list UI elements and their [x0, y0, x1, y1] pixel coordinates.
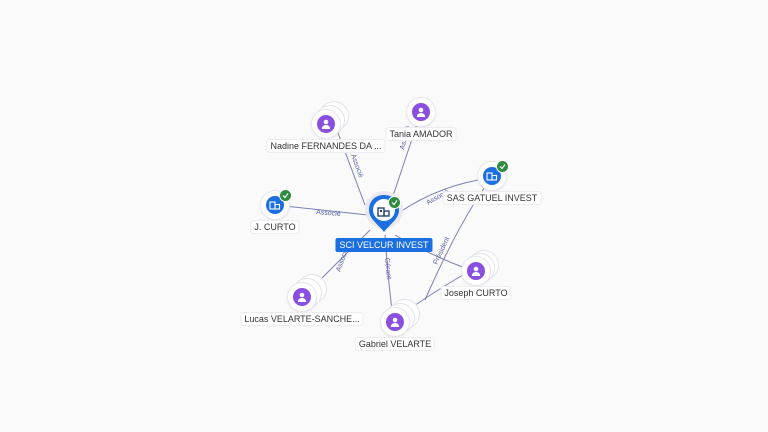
person-icon [390, 317, 400, 327]
node-label-joseph[interactable]: Joseph CURTO [441, 287, 511, 299]
verified-check-icon [388, 196, 401, 209]
node-label-lucas[interactable]: Lucas VELARTE-SANCHE... [241, 313, 363, 325]
node-label-gabriel[interactable]: Gabriel VELARTE [355, 338, 435, 350]
node-label-nadine[interactable]: Nadine FERNANDES DA ... [267, 140, 385, 152]
person-icon [471, 266, 481, 276]
building-icon [269, 201, 281, 210]
verified-check-icon [279, 189, 292, 202]
edge-label-gabriel: Gérant [383, 258, 392, 280]
node-label-jcurto[interactable]: J. CURTO [251, 221, 299, 233]
edge-label-nadine: Associé [349, 153, 364, 179]
building-icon [486, 172, 498, 181]
verified-check-icon [496, 160, 509, 173]
node-label-tania[interactable]: Tania AMADOR [386, 128, 456, 140]
person-icon [321, 119, 331, 129]
person-icon [297, 292, 307, 302]
edge-joseph-sas [424, 179, 491, 301]
node-label-sas[interactable]: SAS GATUEL INVEST [443, 192, 541, 204]
center-node-label[interactable]: SCI VELCUR INVEST [335, 238, 433, 252]
edge-label-jcurto: Associé [316, 209, 341, 218]
building-icon [377, 204, 391, 222]
edge-nadine [334, 124, 366, 206]
person-icon [416, 107, 426, 117]
